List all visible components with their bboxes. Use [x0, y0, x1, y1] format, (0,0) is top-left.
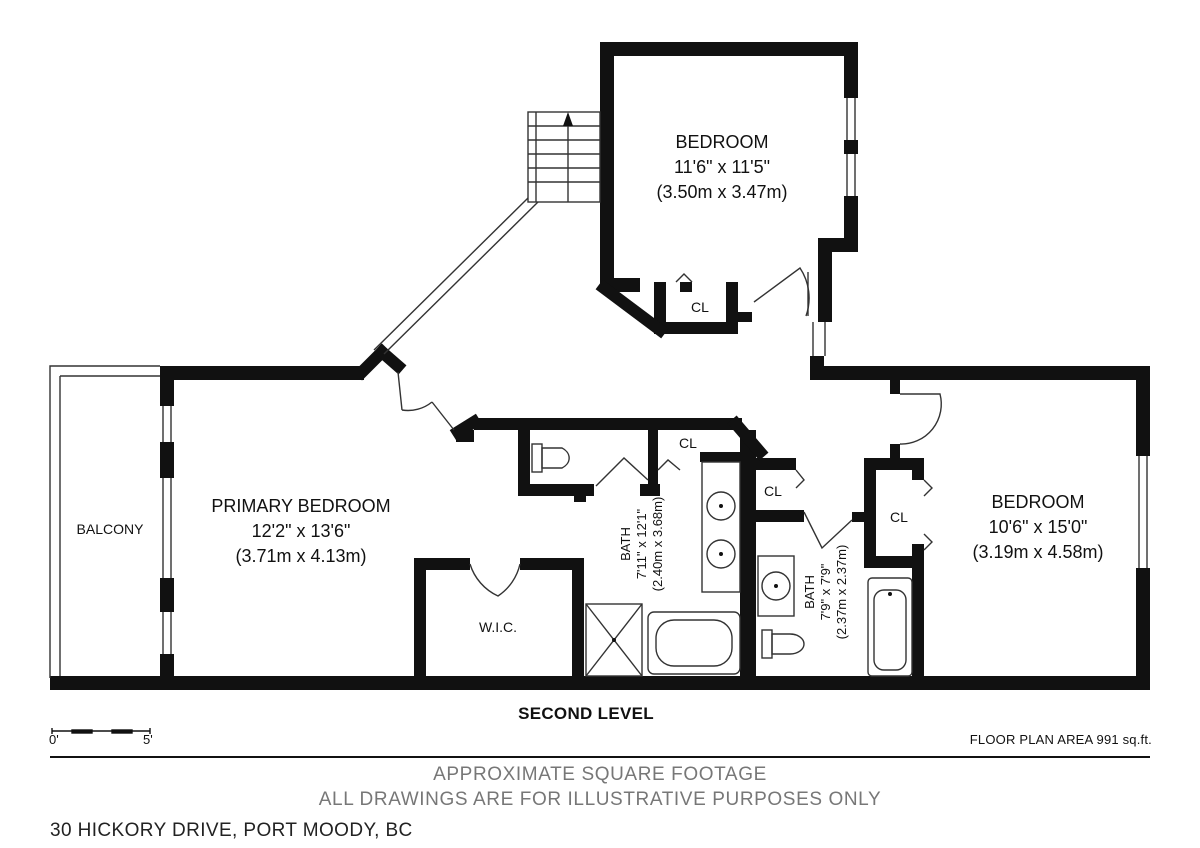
disclaimer-line-1: APPROXIMATE SQUARE FOOTAGE [433, 764, 767, 785]
property-address: 30 HICKORY DRIVE, PORT MOODY, BC [50, 820, 413, 841]
fixture-details [612, 504, 892, 642]
stair-arrow-icon [563, 112, 573, 126]
closet-bath-label: CL [679, 435, 697, 451]
scale-end-label: 5' [143, 732, 153, 747]
bedroom-top-dims: 11'6" x 11'5" [674, 157, 770, 177]
bath-second-dims: 7'9" x 7'9" [818, 563, 833, 620]
primary-bedroom-metric: (3.71m x 4.13m) [235, 546, 366, 566]
closet-right-label: CL [890, 509, 908, 525]
bath-main-metric: (2.40m x 3.68m) [650, 497, 665, 592]
room-labels: BEDROOM 11'6" x 11'5" (3.50m x 3.47m) PR… [77, 132, 1104, 635]
primary-bedroom-name: PRIMARY BEDROOM [211, 496, 390, 516]
bedroom-right-dims: 10'6" x 15'0" [989, 517, 1088, 537]
bedroom-right-metric: (3.19m x 4.58m) [972, 542, 1103, 562]
disclaimer-line-2: ALL DRAWINGS ARE FOR ILLUSTRATIVE PURPOS… [318, 789, 882, 810]
primary-bedroom-dims: 12'2" x 13'6" [252, 521, 351, 541]
bath-main-dims: 7'11" x 12'1" [634, 508, 649, 579]
interior-walls [414, 282, 924, 678]
scale-start-label: 0' [49, 732, 59, 747]
bath-main-name: BATH [618, 527, 633, 561]
divider-rule [50, 756, 1150, 758]
bedroom-top-name: BEDROOM [675, 132, 768, 152]
closet-top-label: CL [691, 299, 709, 315]
bath-main-labels: BATH 7'11" x 12'1" (2.40m x 3.68m) [618, 497, 665, 592]
closet-hall-label: CL [764, 483, 782, 499]
bath-second-labels: BATH 7'9" x 7'9" (2.37m x 2.37m) [802, 545, 849, 640]
scale-bar [51, 728, 151, 734]
thin-outlines [49, 98, 1148, 678]
bath-second-metric: (2.37m x 2.37m) [834, 545, 849, 640]
wic-label: W.I.C. [479, 619, 517, 635]
bath-second-name: BATH [802, 575, 817, 609]
balcony-label: BALCONY [77, 521, 145, 537]
bedroom-top-metric: (3.50m x 3.47m) [656, 182, 787, 202]
level-title: SECOND LEVEL [518, 704, 654, 723]
bedroom-right-name: BEDROOM [991, 492, 1084, 512]
floor-plan-area: FLOOR PLAN AREA 991 sq.ft. [969, 732, 1152, 747]
angled-walls [353, 279, 769, 461]
